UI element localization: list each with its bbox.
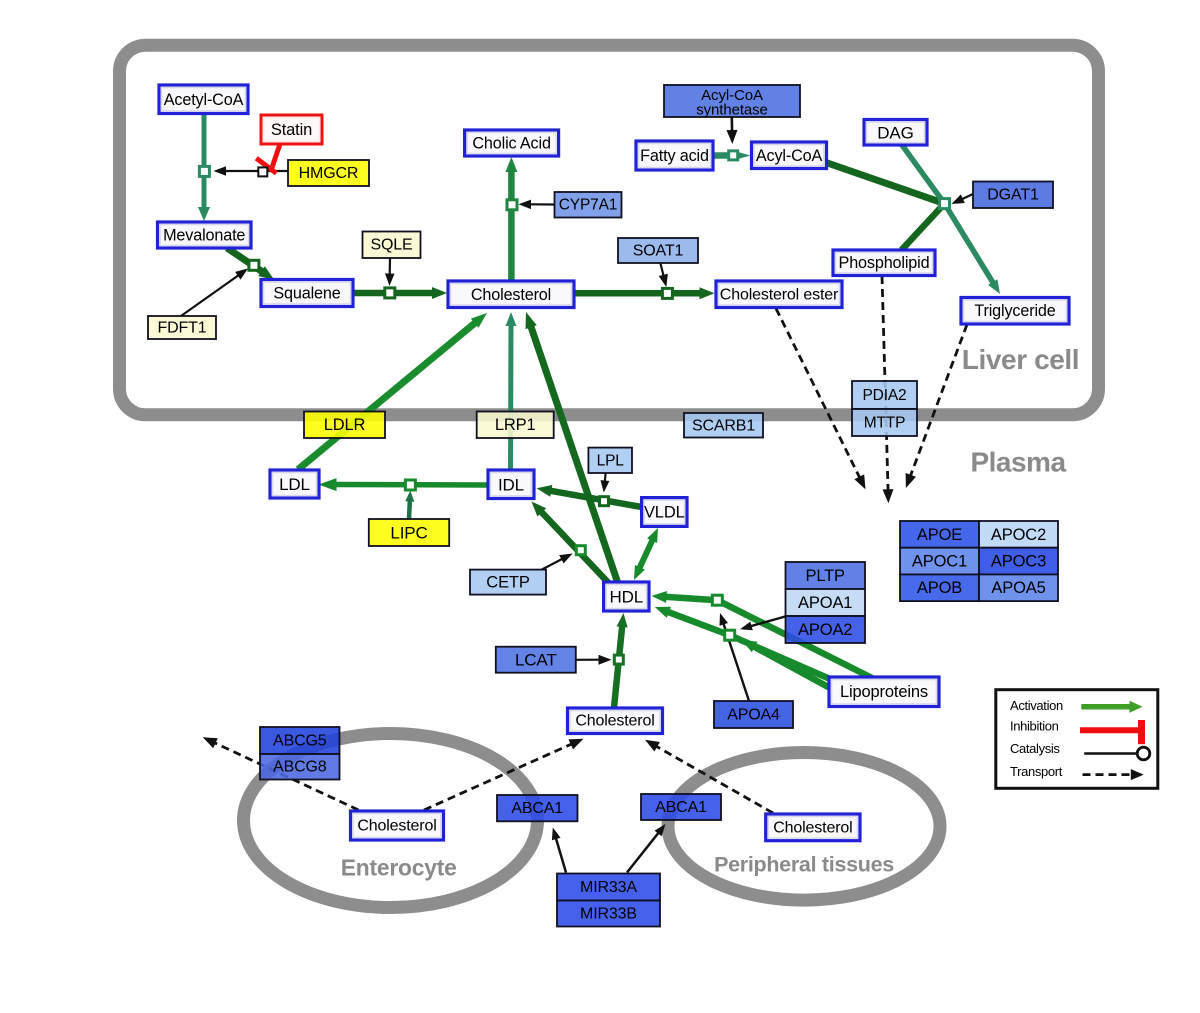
svg-text:synthetase: synthetase — [696, 101, 768, 118]
svg-text:Acyl-CoA: Acyl-CoA — [756, 147, 823, 165]
svg-text:APOA1: APOA1 — [798, 594, 852, 612]
svg-text:APOA5: APOA5 — [991, 579, 1045, 597]
svg-text:ABCG8: ABCG8 — [273, 759, 327, 776]
svg-text:LCAT: LCAT — [515, 651, 557, 670]
svg-text:LRP1: LRP1 — [495, 416, 536, 434]
svg-text:MIR33B: MIR33B — [580, 906, 637, 923]
svg-text:LDLR: LDLR — [324, 416, 366, 434]
svg-text:Activation: Activation — [1010, 698, 1063, 713]
svg-text:ABCG5: ABCG5 — [273, 733, 327, 750]
svg-text:Mevalonate: Mevalonate — [163, 227, 245, 245]
svg-text:Squalene: Squalene — [273, 285, 340, 303]
svg-text:FDFT1: FDFT1 — [157, 320, 206, 337]
svg-text:SQLE: SQLE — [370, 237, 412, 254]
svg-text:Triglyceride: Triglyceride — [974, 302, 1055, 320]
svg-text:VLDL: VLDL — [644, 504, 685, 522]
svg-text:Enterocyte: Enterocyte — [341, 854, 457, 880]
svg-text:Acyl-CoA: Acyl-CoA — [701, 87, 763, 104]
svg-text:CYP7A1: CYP7A1 — [559, 197, 618, 214]
svg-text:Cholic Acid: Cholic Acid — [472, 135, 550, 153]
svg-text:APOC2: APOC2 — [991, 526, 1046, 544]
svg-text:Plasma: Plasma — [970, 447, 1066, 478]
svg-text:LIPC: LIPC — [390, 524, 427, 543]
svg-text:Cholesterol ester: Cholesterol ester — [720, 286, 839, 303]
svg-text:Cholesterol: Cholesterol — [773, 819, 852, 836]
svg-text:Transport: Transport — [1010, 764, 1063, 779]
svg-text:LPL: LPL — [597, 452, 625, 469]
svg-text:Peripheral tissues: Peripheral tissues — [714, 852, 894, 876]
svg-text:Acetyl-CoA: Acetyl-CoA — [164, 91, 244, 109]
svg-text:Fatty acid: Fatty acid — [640, 147, 709, 165]
svg-text:APOE: APOE — [917, 526, 962, 544]
svg-text:APOA2: APOA2 — [798, 621, 852, 639]
svg-text:APOB: APOB — [917, 579, 962, 597]
svg-text:PDIA2: PDIA2 — [862, 387, 906, 404]
svg-text:Phospholipid: Phospholipid — [839, 254, 930, 272]
svg-text:Lipoproteins: Lipoproteins — [840, 683, 928, 701]
svg-text:Cholesterol: Cholesterol — [357, 818, 436, 835]
svg-text:Cholesterol: Cholesterol — [575, 713, 654, 730]
svg-text:Catalysis: Catalysis — [1010, 741, 1060, 756]
svg-text:IDL: IDL — [498, 475, 524, 494]
svg-text:ABCA1: ABCA1 — [655, 799, 707, 816]
svg-text:SCARB1: SCARB1 — [692, 417, 755, 434]
svg-text:HDL: HDL — [610, 588, 644, 607]
svg-text:APOA4: APOA4 — [727, 707, 780, 724]
svg-text:APOC1: APOC1 — [912, 553, 967, 571]
svg-text:Inhibition: Inhibition — [1010, 719, 1059, 734]
svg-text:SOAT1: SOAT1 — [633, 243, 684, 260]
svg-text:CETP: CETP — [486, 574, 530, 592]
svg-text:LDL: LDL — [279, 475, 310, 494]
svg-text:ABCA1: ABCA1 — [511, 800, 563, 817]
svg-text:PLTP: PLTP — [805, 567, 845, 585]
svg-text:Liver cell: Liver cell — [962, 344, 1079, 375]
svg-text:DGAT1: DGAT1 — [987, 187, 1039, 204]
svg-text:MIR33A: MIR33A — [580, 879, 637, 896]
svg-text:APOC3: APOC3 — [991, 553, 1046, 571]
svg-text:DAG: DAG — [877, 123, 913, 142]
svg-text:Statin: Statin — [271, 121, 312, 139]
svg-text:Cholesterol: Cholesterol — [471, 286, 551, 304]
svg-text:MTTP: MTTP — [864, 415, 906, 432]
svg-text:HMGCR: HMGCR — [299, 165, 359, 182]
